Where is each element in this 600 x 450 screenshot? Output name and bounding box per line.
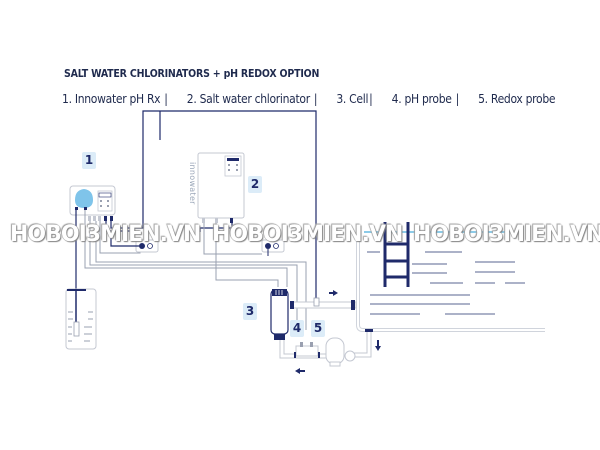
innowater-ph-rx-controller <box>69 185 116 221</box>
legend-separator: | <box>455 92 460 106</box>
probe-holder-2 <box>261 239 285 256</box>
watermark: HOBOI3MIEN.VN <box>212 222 403 247</box>
flow-arrows <box>295 290 381 374</box>
electrolysis-cell <box>270 289 289 340</box>
watermark: HOBOI3MIEN.VN <box>10 222 201 247</box>
pool <box>356 222 545 332</box>
legend-item-1: 1. Innowater pH Rx <box>62 92 161 106</box>
badge-4: 4 <box>290 320 304 337</box>
chlorinator-brand-label: innowater <box>188 162 197 205</box>
watermark: HOBOI3MIEN.VN <box>413 222 600 247</box>
salt-water-chlorinator <box>197 152 245 223</box>
dosing-pump-head-icon <box>75 189 93 208</box>
legend-item-2: 2. Salt water chlorinator <box>186 92 310 106</box>
arrow-down-icon <box>375 346 381 351</box>
chemical-tank <box>65 288 97 350</box>
legend-separator: | <box>369 92 373 106</box>
diagram-title: SALT WATER CHLORINATORS + pH REDOX OPTIO… <box>64 68 320 80</box>
probe-holder-1 <box>110 231 159 253</box>
arrow-right-icon <box>333 290 338 296</box>
pool-ladder-icon <box>383 222 410 287</box>
legend-separator: | <box>164 92 168 106</box>
legend-item-5: 5. Redox probe <box>478 92 556 106</box>
arrow-left-icon <box>295 368 300 374</box>
legend: 1. Innowater pH Rx| 2. Salt water chlori… <box>62 92 556 106</box>
badge-5: 5 <box>311 320 325 337</box>
pipework <box>279 297 373 367</box>
badge-1: 1 <box>82 152 96 169</box>
pump-icon <box>325 337 356 367</box>
badge-2: 2 <box>248 176 262 193</box>
badge-3: 3 <box>243 303 257 320</box>
tubing <box>84 210 307 330</box>
legend-separator: | <box>313 92 318 106</box>
legend-item-4: 4. pH probe <box>391 92 452 106</box>
legend-item-3: 3. Cell <box>336 92 369 106</box>
